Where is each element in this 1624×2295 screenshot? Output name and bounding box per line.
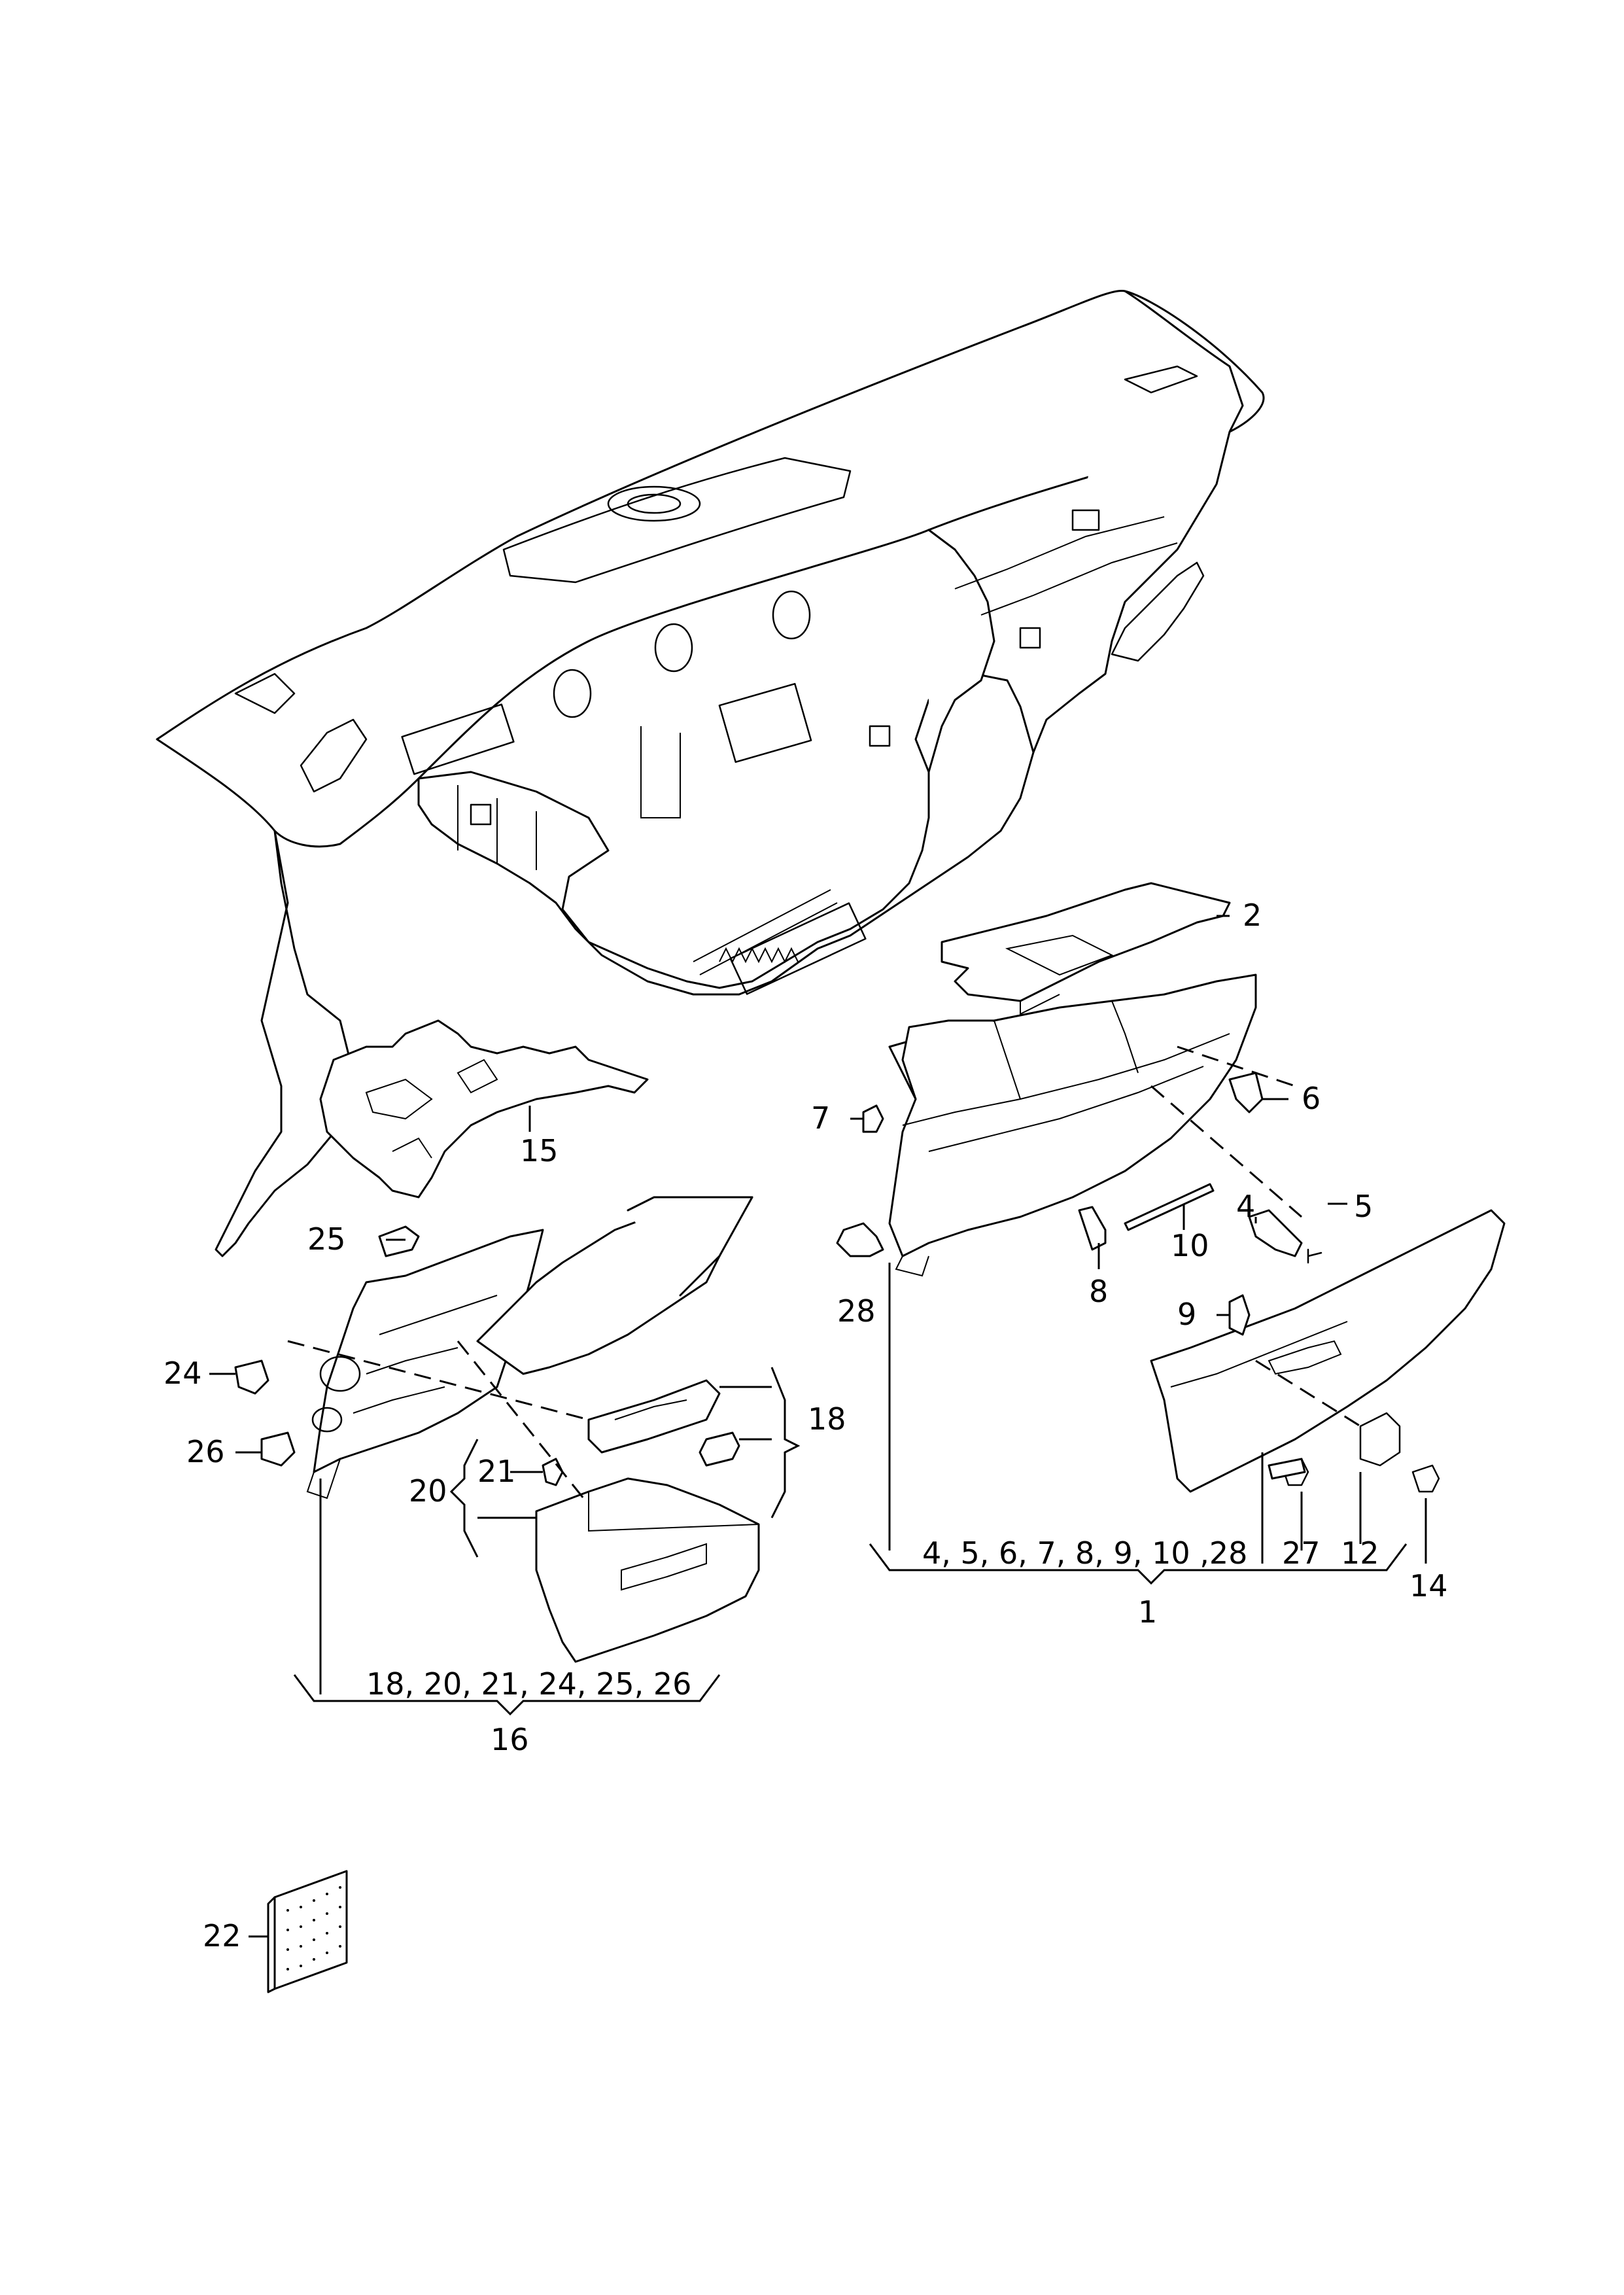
part-20-bin bbox=[535, 1477, 760, 1663]
callout-27: 27 bbox=[1282, 1535, 1321, 1571]
callout-14: 14 bbox=[1409, 1568, 1448, 1603]
callout-25: 25 bbox=[307, 1221, 346, 1257]
callout-12: 12 bbox=[1341, 1535, 1379, 1571]
callout-21: 21 bbox=[477, 1454, 516, 1489]
callout-22: 22 bbox=[203, 1918, 241, 1953]
callout-7: 7 bbox=[811, 1100, 830, 1136]
leader-lines bbox=[209, 915, 1427, 1938]
callout-labels: 2 15 7 6 4 5 10 8 9 28 25 24 26 18 21 20… bbox=[164, 898, 1448, 1953]
part-22-pad bbox=[267, 1870, 348, 1993]
callout-28: 28 bbox=[837, 1293, 876, 1329]
group-16-list: 18, 20, 21, 24, 25, 26 bbox=[366, 1666, 691, 1702]
part-18-handle bbox=[587, 1379, 740, 1467]
callout-20: 20 bbox=[409, 1473, 447, 1509]
callout-26: 26 bbox=[186, 1434, 225, 1469]
callout-2: 2 bbox=[1243, 898, 1262, 933]
callout-6: 6 bbox=[1302, 1081, 1321, 1116]
callout-16: 16 bbox=[491, 1722, 529, 1757]
callout-10: 10 bbox=[1171, 1228, 1209, 1263]
callout-18: 18 bbox=[808, 1401, 846, 1437]
part-2-panel bbox=[941, 882, 1231, 1015]
small-parts bbox=[234, 1072, 1322, 1486]
callout-8: 8 bbox=[1089, 1274, 1108, 1309]
callout-9: 9 bbox=[1177, 1297, 1196, 1332]
part-15-bracket bbox=[319, 1019, 649, 1199]
callout-15: 15 bbox=[520, 1133, 559, 1168]
callout-24: 24 bbox=[164, 1356, 202, 1391]
callout-5: 5 bbox=[1354, 1189, 1373, 1224]
callout-1: 1 bbox=[1138, 1594, 1157, 1630]
part-1-glovebox-frame bbox=[888, 973, 1257, 1277]
part-16-housing bbox=[306, 1196, 753, 1499]
group-1-list: 4, 5, 6, 7, 8, 9, 10 ,28 bbox=[922, 1535, 1247, 1571]
dashboard-panel bbox=[156, 289, 1265, 1257]
part-lid-right bbox=[1150, 1209, 1506, 1493]
callout-4: 4 bbox=[1236, 1189, 1255, 1224]
